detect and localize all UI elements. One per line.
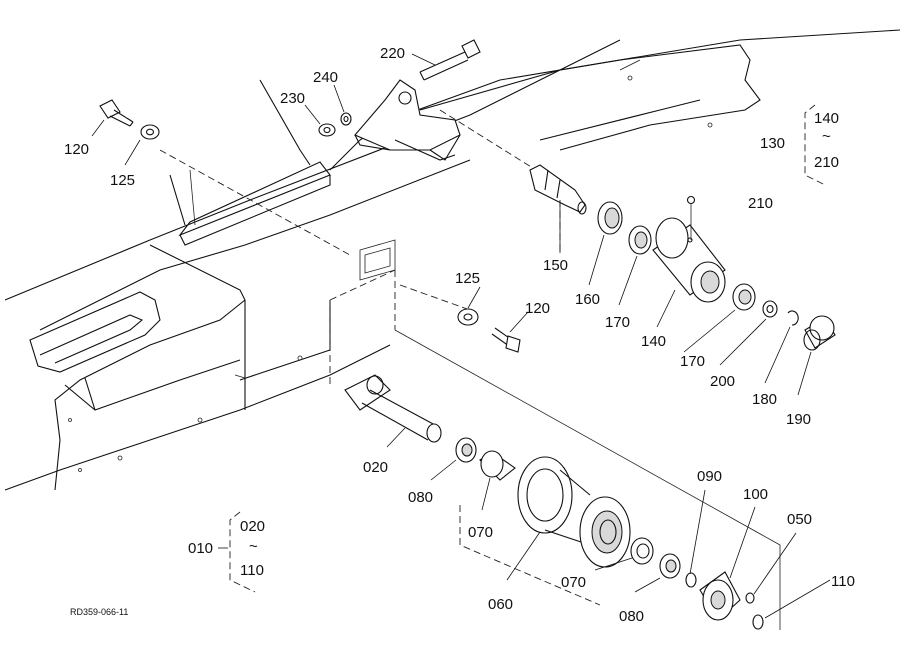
drawing-id: RD359-066-11 <box>70 607 128 617</box>
shaft-020 <box>344 374 442 443</box>
bearing-170-lower <box>732 283 756 311</box>
callout-180: 180 <box>752 391 777 408</box>
leader-lines <box>91 53 831 619</box>
bearing-170-upper <box>628 225 652 255</box>
bushing-070-lower <box>630 537 654 565</box>
plug-050 <box>745 592 755 604</box>
callout-110: 110 <box>831 573 855 590</box>
bolt-220 <box>419 39 481 81</box>
callout-190: 190 <box>786 411 811 428</box>
callout-200: 200 <box>710 373 735 390</box>
callout-210: 210 <box>748 195 773 212</box>
callout-010-range-tilde: ~ <box>249 538 258 555</box>
snap-ring-180 <box>787 310 799 326</box>
callout-230: 230 <box>280 90 305 107</box>
callout-125-lower: 125 <box>455 270 480 287</box>
callout-240: 240 <box>313 69 338 86</box>
callout-010-range-end: 110 <box>240 562 264 579</box>
idler-140 <box>652 217 726 303</box>
nut-230 <box>318 123 336 137</box>
callout-130-range-end: 210 <box>814 154 839 171</box>
callout-170-lower: 170 <box>680 353 705 370</box>
pin-150 <box>529 164 587 215</box>
bolt-120-lower <box>491 327 521 353</box>
washer-125-upper <box>140 124 160 140</box>
seal-160 <box>597 201 623 235</box>
o-ring-110 <box>752 614 764 630</box>
track-frame <box>4 29 901 491</box>
callout-060: 060 <box>488 596 513 613</box>
o-ring-090 <box>685 572 697 588</box>
washer-240 <box>340 112 352 126</box>
group-130-bracket <box>804 104 826 186</box>
washer-200 <box>762 300 778 318</box>
callout-140: 140 <box>641 333 666 350</box>
callout-120-lower: 120 <box>525 300 550 317</box>
assembly-guide-lines <box>159 109 781 630</box>
callout-020: 020 <box>363 459 388 476</box>
roller-060 <box>517 456 631 568</box>
callout-160: 160 <box>575 291 600 308</box>
callout-125-upper: 125 <box>110 172 135 189</box>
callout-130: 130 <box>760 135 785 152</box>
callout-090: 090 <box>697 468 722 485</box>
bushing-070-upper <box>479 450 516 481</box>
callouts: 120 125 230 240 220 125 120 150 160 170 … <box>64 45 855 625</box>
cap-190 <box>803 315 836 351</box>
callout-170-upper: 170 <box>605 314 630 331</box>
callout-220: 220 <box>380 45 405 62</box>
callout-100: 100 <box>743 486 768 503</box>
callout-080-lower: 080 <box>619 608 644 625</box>
callout-080-upper: 080 <box>408 489 433 506</box>
callout-070-upper: 070 <box>468 524 493 541</box>
grease-nipple-210 <box>686 195 696 240</box>
callout-070-lower: 070 <box>561 574 586 591</box>
callout-050: 050 <box>787 511 812 528</box>
seal-080-upper <box>455 437 477 463</box>
callout-130-range-start: 140 <box>814 110 839 127</box>
idler-bracket <box>354 79 461 161</box>
seal-080-lower <box>659 553 681 579</box>
washer-125-lower <box>457 308 479 326</box>
callout-130-range-tilde: ~ <box>822 128 831 145</box>
group-010-bracket <box>229 511 256 593</box>
callout-010-range-start: 020 <box>240 518 265 535</box>
callout-010: 010 <box>188 540 213 557</box>
collar-100 <box>699 571 741 621</box>
bolt-120-upper <box>99 99 134 127</box>
callout-150: 150 <box>543 257 568 274</box>
callout-120-upper: 120 <box>64 141 89 158</box>
